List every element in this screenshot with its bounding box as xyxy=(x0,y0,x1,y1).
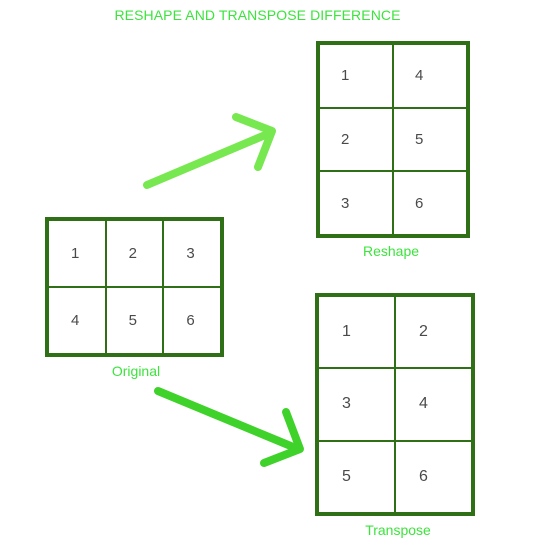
reshape-cell-1: 1 xyxy=(319,44,393,108)
reshape-label: Reshape xyxy=(362,243,420,259)
transpose-cell-1: 1 xyxy=(318,296,395,369)
original-cell-1: 1 xyxy=(48,220,106,287)
original-label: Original xyxy=(111,363,161,379)
reshape-cell-3: 2 xyxy=(319,107,393,172)
transpose-cell-2: 2 xyxy=(395,296,472,369)
reshape-cell-2: 4 xyxy=(393,44,467,108)
original-matrix: 1 2 3 4 5 6 xyxy=(45,217,224,357)
original-cell-4: 4 xyxy=(48,287,106,354)
transpose-cell-5: 5 xyxy=(318,440,395,513)
original-cell-3: 3 xyxy=(163,220,221,287)
reshape-cell-4: 5 xyxy=(393,107,467,172)
diagram-title: RESHAPE AND TRANSPOSE DIFFERENCE xyxy=(114,7,401,23)
arrow-to-reshape xyxy=(143,113,276,189)
transpose-matrix: 1 2 3 4 5 6 xyxy=(315,293,475,516)
original-cell-2: 2 xyxy=(105,220,164,287)
reshape-cell-5: 3 xyxy=(319,171,393,235)
arrow-to-transpose xyxy=(154,387,304,467)
transpose-cell-4: 4 xyxy=(395,368,472,441)
transpose-label: Transpose xyxy=(365,522,431,538)
original-cell-6: 6 xyxy=(163,287,221,354)
reshape-matrix: 1 4 2 5 3 6 xyxy=(316,41,470,238)
transpose-cell-3: 3 xyxy=(318,368,395,441)
original-cell-5: 5 xyxy=(105,287,164,354)
transpose-cell-6: 6 xyxy=(395,440,472,513)
reshape-cell-6: 6 xyxy=(393,171,467,235)
